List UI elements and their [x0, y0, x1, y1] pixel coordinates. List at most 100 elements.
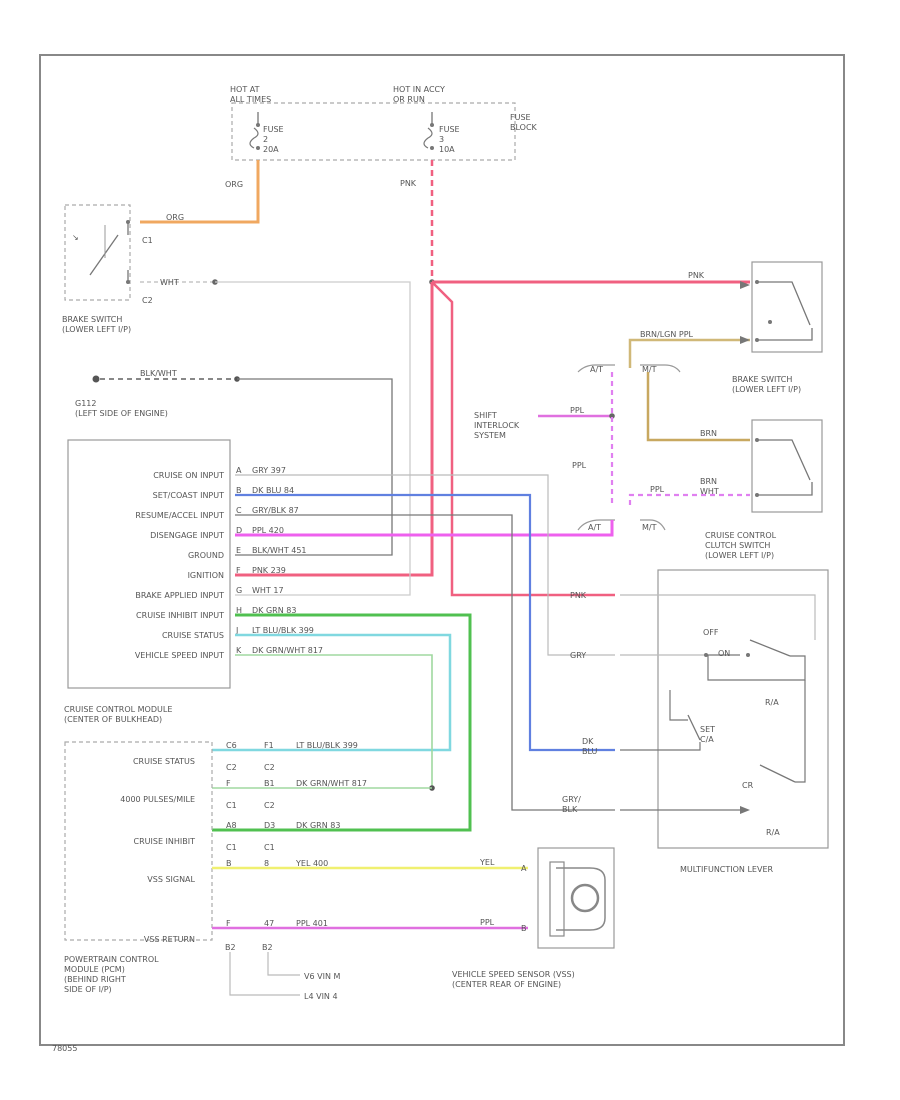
l4-label: L4 VIN 4	[304, 992, 338, 1001]
wire-ppl-lower-dash	[628, 493, 750, 505]
ccm-pin-letter: C	[236, 506, 242, 515]
wire-wht-label: WHT	[160, 278, 179, 287]
pcm-pin-a: F	[226, 919, 231, 928]
wire-brn-clutch	[646, 372, 750, 442]
ccm-pin-row: GROUND E BLK/WHT 451	[188, 546, 307, 560]
wire-ppl-disengage	[235, 520, 614, 537]
brake-switch-left-label: BRAKE SWITCH(LOWER LEFT I/P)	[62, 315, 131, 334]
pcm-conn-a: C1	[226, 843, 237, 852]
wire-blk-wht	[235, 378, 393, 556]
brake-switch-right-box	[751, 261, 823, 353]
ccm-pin-label: RESUME/ACCEL INPUT	[135, 511, 224, 520]
wire-pnk-right-label: PNK	[688, 271, 705, 280]
multifunction-lever-box	[657, 569, 829, 849]
vss-pin-a: A	[521, 864, 527, 873]
pcm-ground-l4	[229, 952, 300, 996]
v6-label: V6 VIN M	[304, 972, 340, 981]
ccm-pin-wire: WHT 17	[252, 586, 284, 595]
wire-blk-label: BLK/WHT	[140, 369, 177, 378]
pcm-pin-b: D3	[264, 821, 275, 830]
pcm-conn-b: C2	[264, 763, 275, 772]
ccm-pin-wire: GRY/BLK 87	[252, 506, 299, 515]
ccm-pin-wire: DK GRN 83	[252, 606, 296, 615]
ccm-pin-row: CRUISE INHIBIT INPUT H DK GRN 83	[136, 606, 296, 620]
pcm-pin-wire: PPL 401	[296, 919, 328, 928]
pcm-pin-label: CRUISE INHIBIT	[134, 837, 196, 846]
pcm-pin-wire: DK GRN/WHT 817	[296, 779, 367, 788]
cruise-control-module-box	[67, 439, 231, 689]
ccm-pin-label: CRUISE INHIBIT INPUT	[136, 611, 224, 620]
ccm-pin-wire: PPL 420	[252, 526, 284, 535]
ccm-pin-label: IGNITION	[188, 571, 224, 580]
ccm-pin-wire: PNK 239	[252, 566, 286, 575]
ccm-pin-letter: D	[236, 526, 242, 535]
ccm-pin-label: GROUND	[188, 551, 224, 560]
ccm-pin-wire: GRY 397	[252, 466, 286, 475]
pcm-pin-wire: LT BLU/BLK 399	[296, 741, 358, 750]
wire-pnk-top: PNK	[400, 179, 417, 188]
wire-brn-lgn	[628, 338, 750, 368]
wire-org-top: ORG	[225, 180, 243, 189]
wire-yel-label: YEL	[479, 858, 495, 867]
ccm-pin-row: RESUME/ACCEL INPUT C GRY/BLK 87	[135, 506, 298, 520]
mt-label: M/T	[642, 365, 657, 374]
mfl-ra2: R/A	[766, 828, 780, 837]
brake-switch-right	[755, 280, 813, 342]
ccm-pin-wire: DK BLU 84	[252, 486, 294, 495]
ccm-pin-wire: BLK/WHT 451	[252, 546, 307, 555]
vss-label: VEHICLE SPEED SENSOR (VSS)(CENTER REAR O…	[452, 970, 575, 989]
brake-switch-left-outline	[64, 204, 131, 301]
at-mt-bracket-top	[577, 364, 681, 373]
pcm-pin-a: C6	[226, 741, 237, 750]
ccm-pin-wire: DK GRN/WHT 817	[252, 646, 323, 655]
at2-label: A/T	[588, 523, 601, 532]
wire-ppl-vert-label: PPL	[572, 461, 587, 470]
ccm-pin-letter: H	[236, 606, 242, 615]
pcm-gnd-pin-a: B2	[225, 943, 236, 952]
pcm-pin-label: 4000 PULSES/MILE	[120, 795, 195, 804]
pcm-pin-a: F	[226, 779, 231, 788]
pcm-conn-a: C2	[226, 763, 237, 772]
ccm-pin-label: BRAKE APPLIED INPUT	[135, 591, 224, 600]
pcm-conn-a: C1	[226, 801, 237, 810]
ccm-pin-letter: E	[236, 546, 241, 555]
ccm-pin-label: DISENGAGE INPUT	[150, 531, 224, 540]
wire-pnk-ignition	[235, 282, 434, 577]
vss-sensor	[537, 847, 615, 949]
wire-dkgrn-wht	[235, 654, 433, 788]
ccm-label: CRUISE CONTROL MODULE(CENTER OF BULKHEAD…	[64, 705, 172, 724]
pcm-conn-b: C1	[264, 843, 275, 852]
wire-gry	[235, 474, 615, 656]
at-mt-bracket-bottom	[577, 519, 666, 531]
mt2-label: M/T	[642, 523, 657, 532]
at-label: A/T	[590, 365, 603, 374]
ccm-pin-label: CRUISE STATUS	[162, 631, 224, 640]
pcm-pin-wire: DK GRN 83	[296, 821, 340, 830]
wire-brn-ppl-label: BRN/LGN PPL	[640, 330, 694, 339]
fuse-block-outline	[231, 102, 516, 161]
page-code: 78055	[52, 1044, 77, 1053]
pcm-pin-b: F1	[264, 741, 274, 750]
pcm-pin-label: CRUISE STATUS	[133, 757, 195, 766]
ccm-pin-letter: A	[236, 466, 242, 475]
vss-pin-b: B	[521, 924, 527, 933]
